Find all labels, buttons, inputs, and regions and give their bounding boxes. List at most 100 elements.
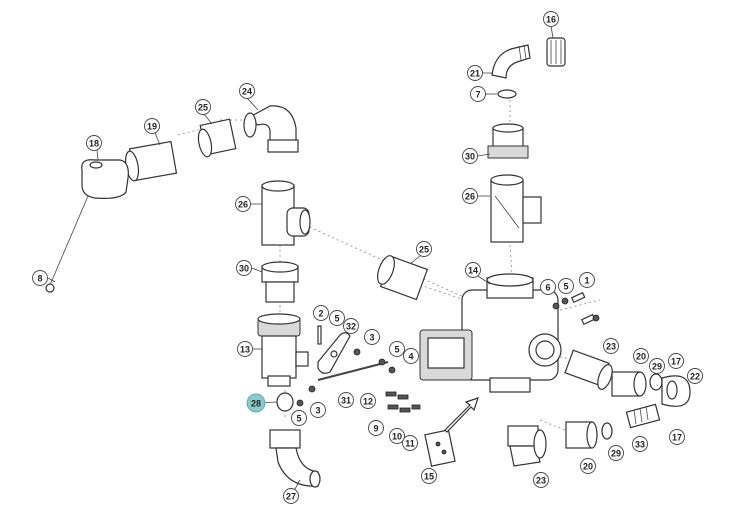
callout-circle — [235, 196, 251, 212]
part-18-cap — [45, 159, 129, 293]
callout-circle — [416, 241, 432, 257]
callout-17: 17 — [668, 353, 684, 369]
callout-number: 27 — [286, 492, 296, 502]
callout-29: 29 — [608, 445, 624, 461]
callout-circle — [649, 358, 665, 374]
parts-9-12-clips — [385, 391, 421, 413]
part-25-middle-union — [377, 255, 429, 301]
callout-number: 25 — [419, 245, 429, 255]
callout-number: 13 — [240, 345, 250, 355]
part-1-screw — [570, 291, 586, 304]
part-1-screw-b — [580, 313, 596, 326]
callout-number: 31 — [341, 396, 351, 406]
callout-circle — [467, 65, 483, 81]
callout-number: 5 — [296, 414, 301, 424]
callout-number: 21 — [470, 69, 480, 79]
callout-33: 33 — [632, 436, 648, 452]
callout-30: 30 — [236, 260, 252, 276]
callout-number: 33 — [635, 440, 645, 450]
callout-circle — [608, 445, 624, 461]
part-5-bolt — [296, 399, 304, 407]
callout-9: 9 — [368, 420, 384, 436]
callout-number: 10 — [392, 432, 402, 442]
callout-circle — [195, 99, 211, 115]
callout-number: 1 — [584, 276, 589, 286]
callout-number: 16 — [546, 15, 556, 25]
callout-circle — [465, 262, 481, 278]
part-15-plate — [424, 397, 479, 467]
callout-number: 15 — [424, 472, 434, 482]
part-23-fitting — [564, 349, 613, 390]
callout-number: 22 — [690, 372, 700, 382]
callout-circle — [687, 368, 703, 384]
part-25-union — [197, 118, 237, 158]
callout-30: 30 — [462, 148, 478, 164]
part-26-tee — [490, 174, 542, 243]
callout-circle — [291, 410, 307, 426]
callout-23: 23 — [603, 338, 619, 354]
callout-25: 25 — [195, 99, 211, 115]
part-5-washer — [561, 297, 569, 305]
callout-circle — [310, 402, 326, 418]
callout-circle — [540, 279, 556, 295]
callout-19: 19 — [144, 118, 160, 134]
callout-circle — [543, 11, 559, 27]
callout-6: 6 — [540, 279, 556, 295]
callout-circle — [338, 392, 354, 408]
callout-number: 26 — [238, 200, 248, 210]
callout-number: 18 — [89, 139, 99, 149]
callout-circle — [462, 148, 478, 164]
callout-circle — [236, 260, 252, 276]
part-3-nut — [308, 385, 316, 393]
callout-number: 17 — [671, 357, 681, 367]
callout-14: 14 — [465, 262, 481, 278]
callout-circle — [669, 429, 685, 445]
callout-23: 23 — [533, 472, 549, 488]
callout-circle — [313, 305, 329, 321]
callout-circle — [421, 468, 437, 484]
callout-number: 5 — [334, 314, 339, 324]
callout-number: 8 — [37, 274, 42, 284]
callout-25: 25 — [416, 241, 432, 257]
part-20-union — [611, 371, 647, 397]
part-19-adapter — [124, 140, 178, 182]
callout-circle — [144, 118, 160, 134]
part-23-elbow-b — [507, 425, 547, 467]
callout-circle — [580, 458, 596, 474]
part-31-rod — [317, 361, 389, 381]
callout-26: 26 — [462, 188, 478, 204]
callout-circle — [579, 272, 595, 288]
callout-circle — [389, 341, 405, 357]
part-5-nut-c — [378, 358, 386, 366]
callout-circle — [462, 188, 478, 204]
part-22-clamp — [661, 375, 691, 407]
part-13-housing — [257, 313, 309, 387]
callout-number: 3 — [369, 333, 374, 343]
callout-15: 15 — [421, 468, 437, 484]
callout-8: 8 — [32, 270, 48, 286]
callout-number: 29 — [611, 449, 621, 459]
callout-circle — [632, 436, 648, 452]
part-29-oring-b — [601, 422, 613, 440]
callout-5: 5 — [389, 341, 405, 357]
callout-20: 20 — [633, 348, 649, 364]
callout-number: 20 — [636, 352, 646, 362]
callout-circle — [239, 83, 255, 99]
callout-number: 25 — [198, 103, 208, 113]
callout-circle — [389, 428, 405, 444]
callout-3: 3 — [364, 329, 380, 345]
callout-10: 10 — [389, 428, 405, 444]
callout-circle — [603, 338, 619, 354]
part-6-washer — [552, 302, 560, 310]
callout-number: 28 — [251, 399, 261, 409]
callout-circle — [402, 435, 418, 451]
callout-17: 17 — [669, 429, 685, 445]
callout-number: 26 — [465, 192, 475, 202]
callout-number: 32 — [346, 322, 356, 332]
callout-number: 4 — [408, 352, 413, 362]
callout-21: 21 — [467, 65, 483, 81]
callout-12: 12 — [360, 393, 376, 409]
callout-number: 14 — [468, 266, 478, 276]
